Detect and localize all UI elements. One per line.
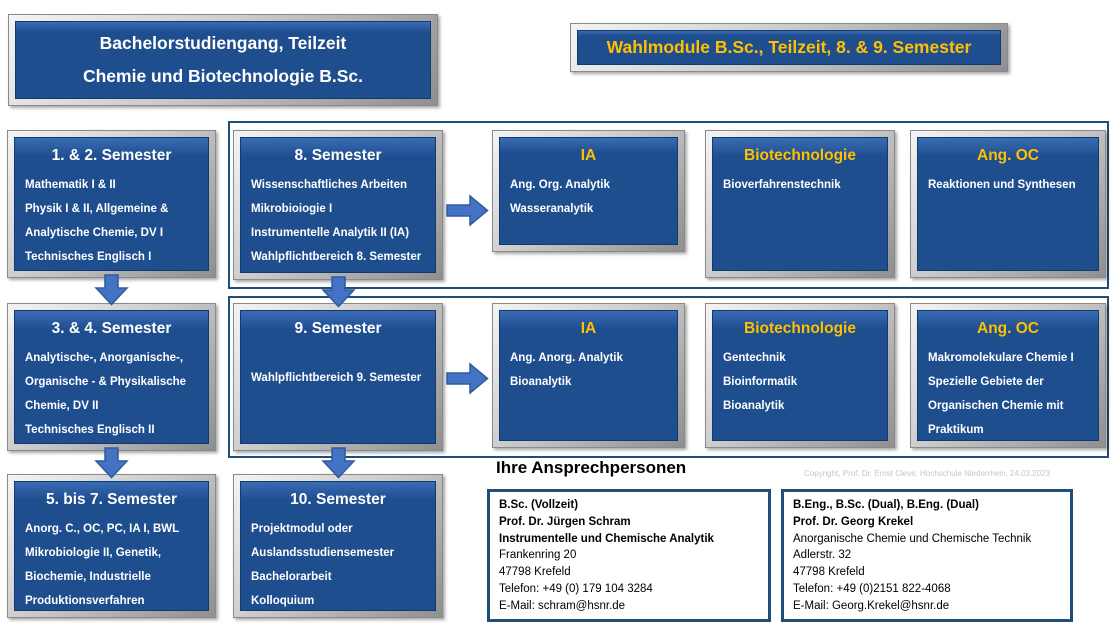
contact-line: Anorganische Chemie und Chemische Techni… — [793, 532, 1032, 545]
biotechnologie-8-box: Biotechnologie Bioverfahrenstechnik — [705, 130, 895, 278]
wahlmodule-title-panel: Wahlmodule B.Sc., Teilzeit, 8. & 9. Seme… — [577, 30, 1001, 65]
contact-line: Telefon: +49 (0) 179 104 3284 — [499, 582, 653, 595]
course-line: Praktikum — [928, 424, 984, 436]
contact-line: Instrumentelle und Chemische Analytik — [499, 532, 714, 545]
semester-3-4-title: 3. & 4. Semester — [51, 320, 172, 337]
course-line: Wahlpflichtbereich 8. Semester — [251, 251, 422, 263]
contact-line: B.Eng., B.Sc. (Dual), B.Eng. (Dual) — [793, 499, 979, 511]
course-line: Analytische Chemie, DV I — [25, 227, 164, 239]
semester-5-7-box: 5. bis 7. Semester Anorg. C., OC, PC, IA… — [7, 474, 216, 618]
course-line: Wahlpflichtbereich 9. Semester — [251, 372, 422, 384]
ia-9-title: IA — [580, 320, 597, 337]
wahlmodule-title-text: Wahlmodule B.Sc., Teilzeit, 8. & 9. Seme… — [606, 37, 972, 57]
course-line: Bachelorarbeit — [251, 571, 332, 583]
semester-9-box: 9. Semester Wahlpflichtbereich 9. Semest… — [233, 303, 443, 451]
contact-line: Telefon: +49 (0)2151 822-4068 — [793, 582, 951, 595]
semester-8-title: 8. Semester — [294, 147, 382, 164]
ia-9-box: IA Ang. Anorg. Analytik Bioanalytik — [492, 303, 685, 448]
program-title-line-2: Chemie und Biotechnologie B.Sc. — [82, 65, 364, 86]
program-title-panel: Bachelorstudiengang, Teilzeit Chemie und… — [15, 21, 431, 99]
contacts-heading: Ihre Ansprechpersonen — [496, 458, 687, 477]
biotechnologie-9-box: Biotechnologie Gentechnik Bioinformatik … — [705, 303, 895, 448]
course-line: Auslandsstudiensemester — [251, 547, 395, 559]
course-line: Bioinformatik — [723, 376, 798, 388]
course-line: Projektmodul oder — [251, 523, 353, 535]
course-line: Mikrobioiogie I — [251, 203, 333, 215]
course-line: Biochemie, Industrielle — [25, 571, 151, 583]
course-line: Wasseranalytik — [510, 203, 594, 215]
course-line: Anorg. C., OC, PC, IA I, BWL — [25, 523, 180, 535]
ia-8-box: IA Ang. Org. Analytik Wasseranalytik — [492, 130, 685, 252]
course-line: Mikrobiologie II, Genetik, — [25, 547, 162, 559]
course-line: Spezielle Gebiete der — [928, 376, 1044, 388]
course-line: Ang. Org. Analytik — [510, 179, 610, 191]
semester-10-box: 10. Semester Projektmodul oder Auslandss… — [233, 474, 443, 618]
program-title-box: Bachelorstudiengang, Teilzeit Chemie und… — [8, 14, 438, 106]
course-line: Physik I & II, Allgemeine & — [25, 203, 169, 215]
course-line: Chemie, DV II — [25, 400, 99, 412]
semester-10-title: 10. Semester — [290, 491, 386, 508]
course-line: Produktionsverfahren — [25, 595, 145, 607]
contact-line: B.Sc. (Vollzeit) — [499, 499, 579, 511]
wahlmodule-title-box: Wahlmodule B.Sc., Teilzeit, 8. & 9. Seme… — [570, 23, 1008, 72]
contact-line: Adlerstr. 32 — [793, 549, 852, 562]
contact-email: E-Mail: Georg.Krekel@hsnr.de — [793, 599, 950, 612]
semester-5-7-title: 5. bis 7. Semester — [46, 491, 177, 508]
row-9-semester-container — [228, 296, 1109, 458]
semester-1-2-title: 1. & 2. Semester — [51, 147, 172, 164]
course-line: Technisches Englisch II — [25, 424, 155, 436]
row-8-semester-container — [228, 121, 1109, 289]
semester-8-box: 8. Semester Wissenschaftliches Arbeiten … — [233, 130, 443, 280]
contact-line: 47798 Krefeld — [499, 566, 571, 579]
course-line: Reaktionen und Synthesen — [928, 179, 1076, 191]
contact-line: Frankenring 20 — [499, 549, 577, 562]
course-line: Bioanalytik — [723, 400, 785, 412]
course-line: Organische - & Physikalische — [25, 376, 187, 388]
biotechnologie-9-title: Biotechnologie — [744, 320, 856, 337]
biotechnologie-8-title: Biotechnologie — [744, 147, 856, 164]
ang-oc-8-title: Ang. OC — [977, 147, 1039, 164]
semester-1-2-box: 1. & 2. Semester Mathematik I & II Physi… — [7, 130, 216, 278]
course-line: Wissenschaftliches Arbeiten — [251, 179, 408, 191]
semester-9-title: 9. Semester — [294, 320, 382, 337]
ang-oc-9-title: Ang. OC — [977, 320, 1039, 337]
down-arrow-sem9-to-sem10 — [321, 447, 356, 479]
down-arrow-sem34-to-sem57 — [94, 447, 129, 479]
ang-oc-8-box: Ang. OC Reaktionen und Synthesen — [910, 130, 1106, 278]
right-arrow-sem9-to-electives — [446, 362, 489, 395]
course-line: Technisches Englisch I — [25, 251, 152, 263]
ia-8-title: IA — [580, 147, 597, 164]
contact-card-krekel: B.Eng., B.Sc. (Dual), B.Eng. (Dual) Prof… — [781, 489, 1073, 622]
course-line: Mathematik I & II — [25, 179, 116, 191]
course-line: Analytische-, Anorganische-, — [25, 352, 184, 364]
course-line: Gentechnik — [723, 352, 786, 364]
course-line: Instrumentelle Analytik II (IA) — [251, 227, 410, 239]
course-line: Bioverfahrenstechnik — [723, 179, 841, 191]
contact-line: Prof. Dr. Georg Krekel — [793, 515, 914, 528]
contact-line: Prof. Dr. Jürgen Schram — [499, 515, 631, 528]
contact-line: 47798 Krefeld — [793, 566, 865, 579]
contact-card-schram: B.Sc. (Vollzeit) Prof. Dr. Jürgen Schram… — [487, 489, 771, 622]
right-arrow-sem8-to-electives — [446, 194, 489, 227]
course-line: Kolloquium — [251, 595, 315, 607]
semester-3-4-box: 3. & 4. Semester Analytische-, Anorganis… — [7, 303, 216, 451]
course-line: Bioanalytik — [510, 376, 572, 388]
contact-email: E-Mail: schram@hsnr.de — [499, 599, 626, 612]
course-line: Ang. Anorg. Analytik — [510, 352, 623, 364]
course-line: Makromolekulare Chemie I — [928, 352, 1074, 364]
copyright-note: Copyright, Prof. Dr. Ernst Cleve, Hochsc… — [804, 469, 1050, 478]
down-arrow-sem8-to-sem9 — [321, 276, 356, 308]
program-title-line-1: Bachelorstudiengang, Teilzeit — [99, 33, 347, 54]
ang-oc-9-box: Ang. OC Makromolekulare Chemie I Speziel… — [910, 303, 1106, 448]
down-arrow-sem12-to-sem34 — [94, 274, 129, 306]
course-line: Organischen Chemie mit — [928, 400, 1064, 412]
